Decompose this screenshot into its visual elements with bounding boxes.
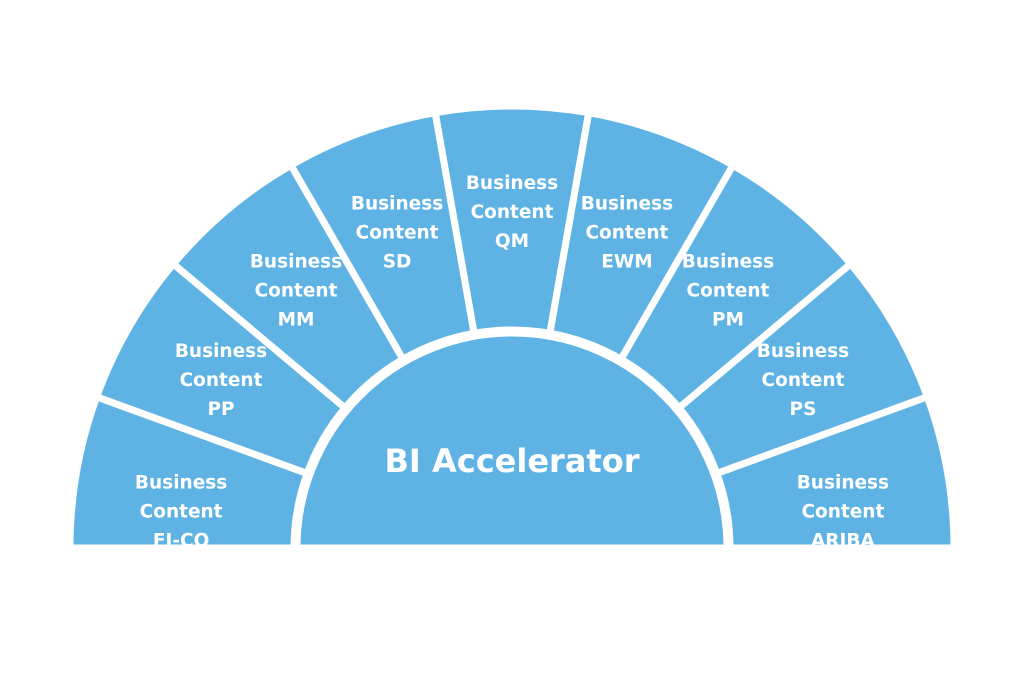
segment-caption-text: Business bbox=[135, 473, 227, 494]
segment-caption-text: Content bbox=[140, 502, 223, 523]
segment-module-text: ARIBA bbox=[811, 531, 876, 552]
segment-caption-text: Content bbox=[687, 281, 770, 302]
hub-semicircle bbox=[293, 329, 731, 552]
segment-module-text: PP bbox=[207, 399, 234, 420]
segment-caption-text: Content bbox=[471, 202, 554, 223]
segment-module-text: QM bbox=[495, 231, 529, 252]
hub-group: BI Accelerator bbox=[293, 329, 731, 552]
segment-caption-text: Business bbox=[581, 193, 673, 214]
segment-caption-text: Business bbox=[797, 473, 889, 494]
segment-module-text: EWM bbox=[601, 251, 652, 272]
segment-caption-text: Business bbox=[466, 173, 558, 194]
segment-caption-text: Business bbox=[682, 252, 774, 273]
segment-caption-text: Business bbox=[250, 252, 342, 273]
segment-caption-text: Content bbox=[180, 370, 263, 391]
segment-caption-text: Business bbox=[757, 341, 849, 362]
segment-module-text: PS bbox=[790, 399, 817, 420]
segment-module-text: PM bbox=[712, 310, 744, 331]
segment-module-text: FI-CO bbox=[153, 531, 210, 552]
segment-caption-text: Content bbox=[801, 502, 884, 523]
segment-caption-text: Content bbox=[356, 222, 439, 243]
segment-caption-text: Content bbox=[585, 222, 668, 243]
hub-title: BI Accelerator bbox=[385, 442, 640, 480]
segment-module-text: MM bbox=[278, 310, 315, 331]
segment-caption-text: Business bbox=[351, 193, 443, 214]
segment-caption-text: Content bbox=[762, 370, 845, 391]
segment-caption-text: Business bbox=[175, 341, 267, 362]
segment-caption-text: Content bbox=[255, 281, 338, 302]
segment-module-text: SD bbox=[383, 251, 412, 272]
